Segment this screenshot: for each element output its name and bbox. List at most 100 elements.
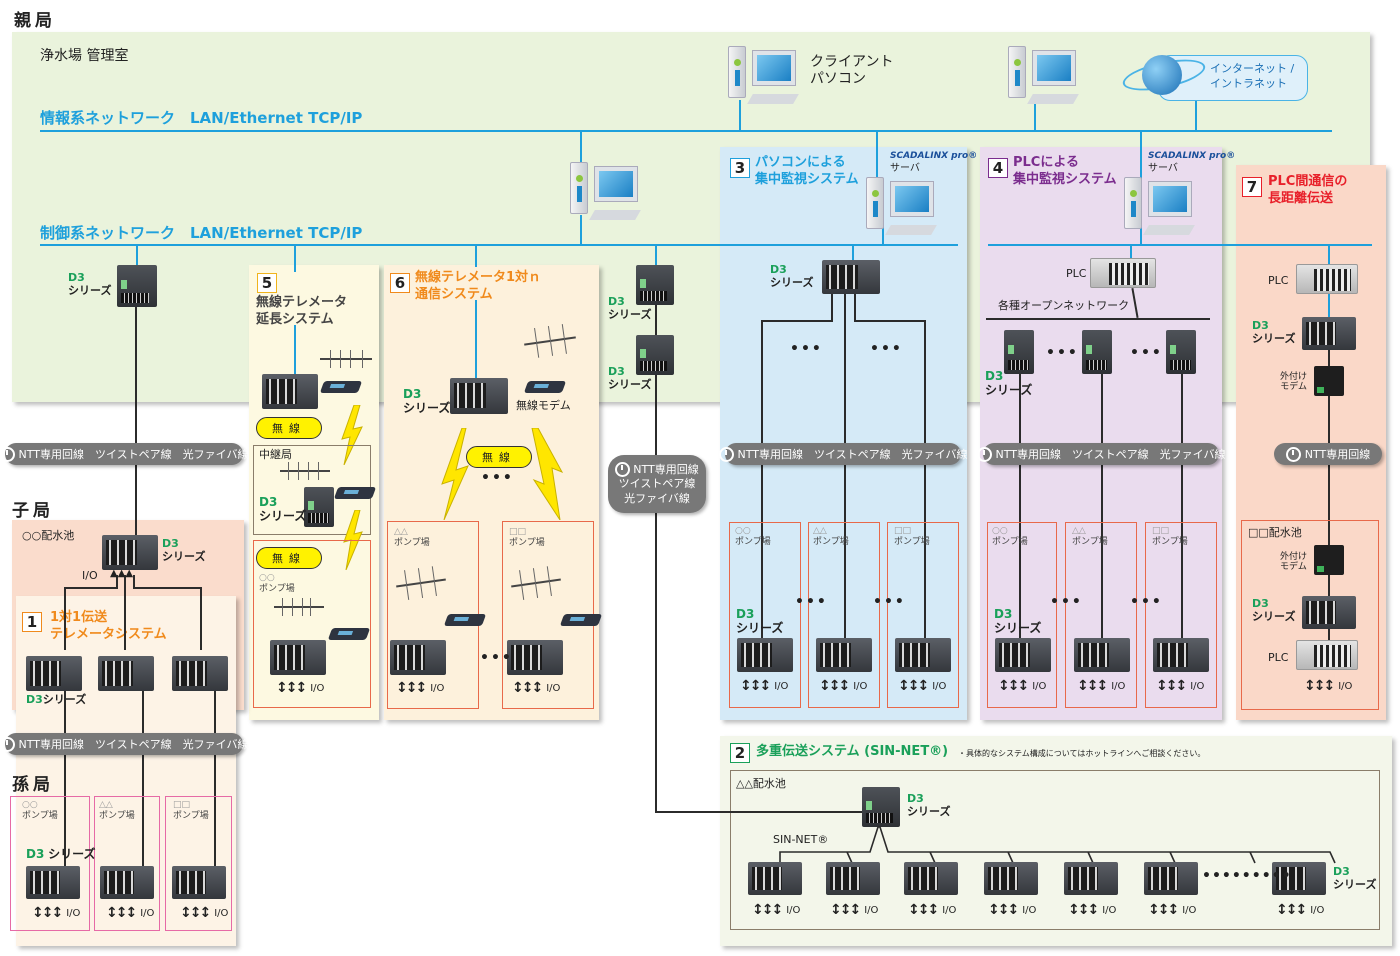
info-network-line bbox=[40, 130, 1332, 132]
ellipsis-sinnet: ••••••••• bbox=[1202, 868, 1292, 884]
system-2-zone bbox=[720, 736, 1392, 946]
sys3-line-c-v bbox=[854, 294, 856, 321]
io-arrows-icon: ↕↕↕ bbox=[512, 680, 543, 696]
d3-device-sinnet-node bbox=[984, 862, 1038, 895]
sys3-line-a-h bbox=[761, 320, 833, 322]
pump-station-text: ポンプ場 bbox=[1072, 536, 1108, 547]
control-network-line-b bbox=[988, 244, 1372, 246]
io-sinnet-node: ↕↕↕I/O bbox=[752, 902, 800, 918]
io-text: I/O bbox=[1338, 680, 1353, 692]
sys3-site-label-3: □□ポンプ場 bbox=[894, 526, 930, 548]
d3-text: D3 bbox=[994, 607, 1013, 621]
pump-station-text: ポンプ場 bbox=[22, 810, 58, 821]
sys4-open-network-bus bbox=[986, 318, 1210, 320]
d3-device-sys4-a bbox=[1004, 330, 1034, 374]
gc-line-3 bbox=[214, 691, 216, 866]
pc-icon bbox=[1008, 46, 1079, 108]
system-6-title-2: 通信システム bbox=[415, 287, 493, 302]
ellipsis-sys4-a: ••• bbox=[1046, 345, 1079, 361]
d3-text: D3 bbox=[1252, 319, 1269, 332]
lightning-icon bbox=[341, 405, 363, 465]
site-symbol: □□ bbox=[173, 800, 191, 810]
io-sinnet-node: ↕↕↕I/O bbox=[1148, 902, 1196, 918]
d3-device-sys3-site-1 bbox=[737, 638, 793, 672]
wireless-badge-6: 無線 bbox=[466, 446, 532, 468]
radio-modem-icon bbox=[523, 381, 567, 393]
gc-d3-label: D3 シリーズ bbox=[26, 847, 96, 862]
pump-station-text: ポンプ場 bbox=[99, 810, 135, 821]
io-sys6-2: ↕↕↕I/O bbox=[396, 680, 444, 696]
io-text: I/O bbox=[1111, 680, 1126, 692]
io-label-child: I/O bbox=[82, 569, 98, 582]
radio-modem-icon bbox=[319, 381, 363, 393]
pump-station-text: ポンプ場 bbox=[394, 537, 430, 548]
d3-text: D3 bbox=[608, 365, 625, 378]
site-symbol: ○○ bbox=[992, 526, 1008, 536]
site-symbol: △△ bbox=[1072, 526, 1086, 536]
sys3-line-a bbox=[761, 320, 763, 640]
system-2-badge: 2 bbox=[730, 743, 750, 763]
io-sys6-3: ↕↕↕I/O bbox=[512, 680, 560, 696]
branch-1v bbox=[116, 575, 118, 589]
grandchild-site-3 bbox=[165, 796, 232, 931]
series-text: シリーズ bbox=[608, 307, 652, 321]
reservoir-label-7b: □□配水池 bbox=[1248, 526, 1302, 540]
sys4-site-label-1: ○○ポンプ場 bbox=[992, 526, 1028, 548]
io-arrows-icon: ↕↕↕ bbox=[908, 902, 939, 918]
io-gc-3: ↕↕↕I/O bbox=[180, 905, 228, 921]
d3-device-sinnet-node bbox=[1064, 862, 1118, 895]
ellipsis-sys6-sites: ••• bbox=[480, 650, 513, 666]
line-icon bbox=[0, 736, 15, 752]
gc-site-label-1: ○○ポンプ場 bbox=[22, 800, 58, 822]
d3-series-device-1c bbox=[172, 656, 228, 691]
ellipsis-sys4-b: ••• bbox=[1130, 345, 1163, 361]
ext-modem-label-bottom: 外付けモデム bbox=[1280, 552, 1307, 573]
io-text: I/O bbox=[140, 907, 155, 919]
d3-device-sinnet-a bbox=[636, 265, 674, 305]
sys4-line-b bbox=[1101, 374, 1103, 640]
io-arrows-icon: ↕↕↕ bbox=[276, 680, 307, 696]
control-network-line-a bbox=[40, 244, 958, 246]
branch-3 bbox=[200, 587, 202, 650]
series-text: シリーズ bbox=[259, 508, 307, 523]
series-text: シリーズ bbox=[770, 275, 814, 289]
reservoir-label-2: △△配水池 bbox=[736, 777, 786, 790]
system-2-inner-box bbox=[730, 770, 1380, 930]
scadalinx-logo-3: SCADALINX pro® bbox=[890, 151, 978, 161]
sinnet-trunk-h bbox=[655, 811, 870, 813]
internet-bubble[interactable] bbox=[1158, 55, 1308, 101]
sys3-line-c bbox=[924, 320, 926, 640]
plc-label-sys4: PLC bbox=[1066, 267, 1087, 280]
lightning-icon bbox=[531, 428, 564, 520]
io-text: I/O bbox=[1032, 680, 1047, 692]
d3-text: D3 bbox=[26, 693, 43, 706]
d3-text: D3 bbox=[26, 847, 45, 861]
io-text: I/O bbox=[1102, 904, 1117, 916]
d3-device-sys3-site-3 bbox=[895, 638, 951, 672]
sys7-line-2 bbox=[1328, 396, 1330, 546]
internet-label-2: イントラネット bbox=[1210, 77, 1287, 90]
system-6-title-1: 無線テレメータ1対ｎ bbox=[415, 270, 542, 285]
sys6-site-label-3: □□ポンプ場 bbox=[509, 527, 545, 549]
system-2-note: ・具体的なシステム構成についてはホットラインへご相談ください。 bbox=[958, 749, 1206, 758]
sinnet-trunk bbox=[655, 375, 657, 812]
io-arrows-icon: ↕↕↕ bbox=[1148, 902, 1179, 918]
external-modem-icon-top bbox=[1314, 366, 1344, 396]
tier-parent-station: 親局 bbox=[14, 11, 56, 31]
antenna-icon bbox=[274, 598, 324, 616]
site-symbol: □□ bbox=[894, 526, 912, 536]
plc-device-sys4 bbox=[1090, 258, 1156, 288]
sys3-line-a-v bbox=[831, 294, 833, 321]
line-type-text: ツイストペア線 bbox=[618, 477, 696, 491]
pill-row: NTT専用回線 bbox=[615, 462, 699, 478]
radio-modem-icon bbox=[333, 487, 377, 499]
io-sys3-3: ↕↕↕I/O bbox=[898, 678, 946, 694]
sys7-line-3 bbox=[1328, 575, 1330, 597]
ellipsis-sys6: ••• bbox=[481, 470, 514, 486]
d3-text: D3 bbox=[907, 792, 924, 805]
d3-text: D3 bbox=[259, 495, 278, 509]
plc-device-sys7-bottom bbox=[1296, 640, 1358, 670]
io-sys4-1: ↕↕↕I/O bbox=[998, 678, 1046, 694]
